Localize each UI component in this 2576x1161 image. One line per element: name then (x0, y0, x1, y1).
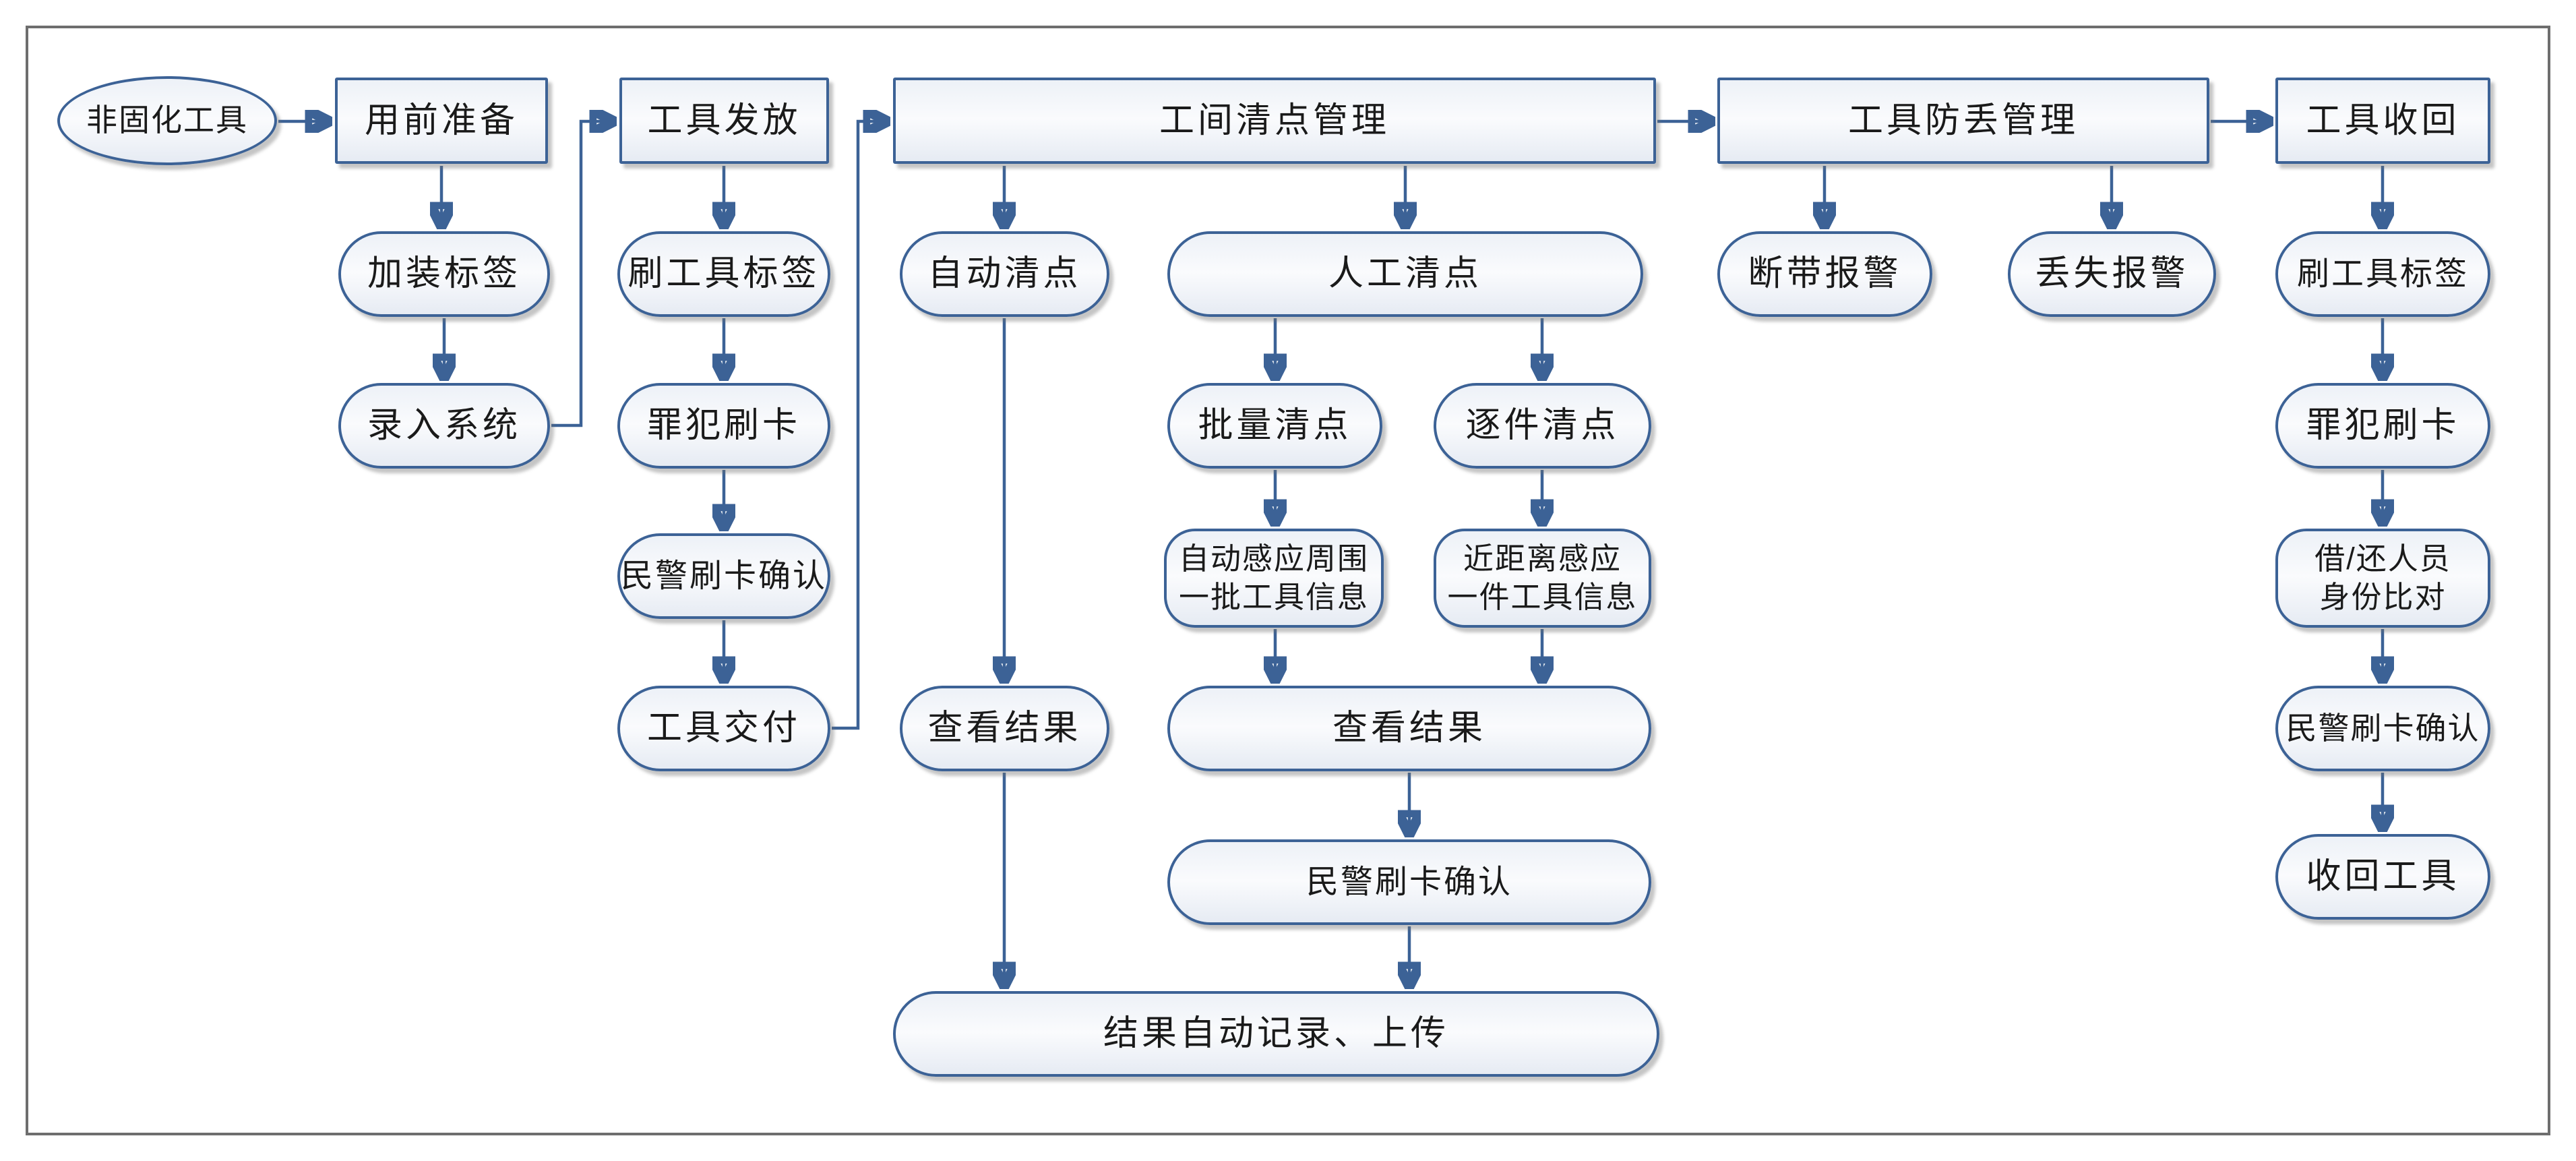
node-tool-recovery: 工具收回 (2275, 78, 2490, 164)
node-item-by-item-count: 逐件清点 (1434, 383, 1651, 469)
node-scan-tool-tag-issue: 刷工具标签 (617, 231, 830, 317)
node-view-results-center: 查看结果 (1167, 686, 1651, 771)
node-manual-count: 人工清点 (1167, 231, 1643, 317)
node-batch-count: 批量清点 (1167, 383, 1382, 469)
node-anti-loss-management: 工具防丢管理 (1717, 78, 2209, 164)
node-enter-system: 录入系统 (338, 383, 550, 469)
node-police-card-confirm-issue: 民警刷卡确认 (617, 533, 830, 619)
node-loss-alarm: 丢失报警 (2008, 231, 2216, 317)
node-non-fixed-tools: 非固化工具 (57, 76, 277, 165)
node-add-tag: 加装标签 (338, 231, 550, 317)
node-prisoner-swipe-card-issue: 罪犯刷卡 (617, 383, 830, 469)
node-close-range-sense-item-info: 近距离感应 一件工具信息 (1434, 529, 1651, 628)
node-tool-recovered: 收回工具 (2275, 834, 2490, 920)
node-strap-break-alarm: 断带报警 (1717, 231, 1932, 317)
node-results-auto-record-upload: 结果自动记录、上传 (893, 991, 1659, 1077)
node-workshop-count-management: 工间清点管理 (893, 78, 1656, 164)
node-police-card-confirm-return: 民警刷卡确认 (2275, 686, 2490, 771)
node-tool-delivery: 工具交付 (617, 686, 830, 771)
node-auto-sense-batch-info: 自动感应周围 一批工具信息 (1164, 529, 1384, 628)
node-prisoner-swipe-card-return: 罪犯刷卡 (2275, 383, 2490, 469)
node-tool-issue: 工具发放 (619, 78, 829, 164)
node-view-results-left: 查看结果 (900, 686, 1109, 771)
connector-entersystem-issue (551, 121, 612, 427)
node-borrower-identity-check: 借/还人员 身份比对 (2275, 529, 2490, 628)
node-auto-count: 自动清点 (900, 231, 1109, 317)
node-scan-tool-tag-return: 刷工具标签 (2275, 231, 2490, 317)
connector-deliver-workshop (832, 121, 886, 730)
node-police-card-confirm-center: 民警刷卡确认 (1167, 839, 1651, 925)
node-pre-use-preparation: 用前准备 (335, 78, 548, 164)
